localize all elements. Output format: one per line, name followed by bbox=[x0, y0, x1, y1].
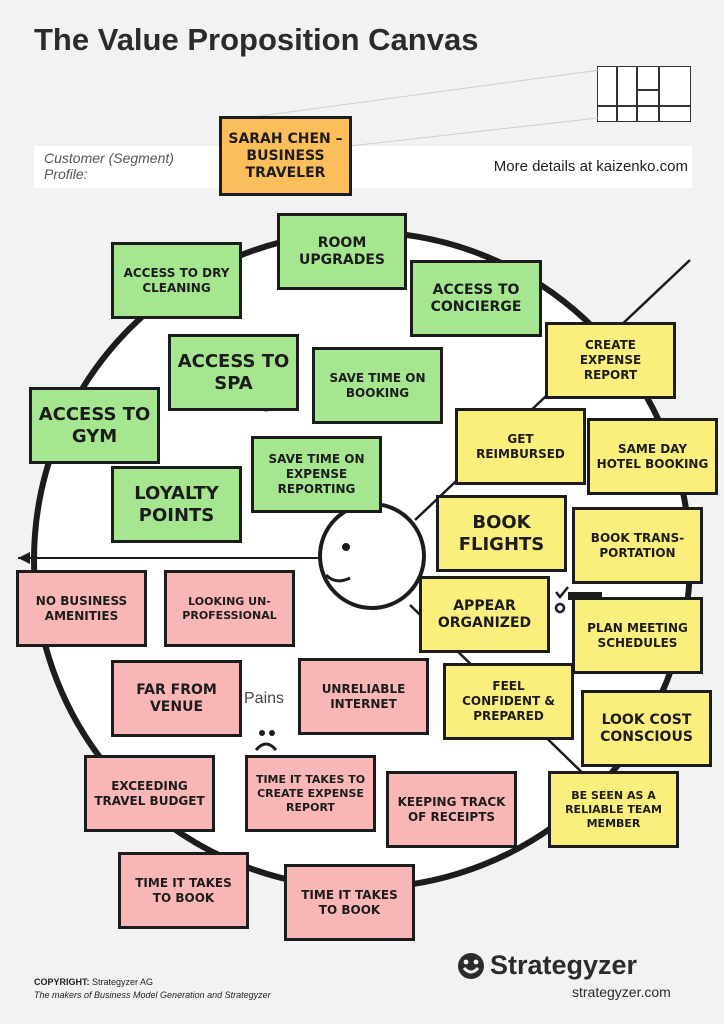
job-note[interactable]: Book flights bbox=[436, 495, 567, 572]
pain-note[interactable]: No business amenities bbox=[16, 570, 147, 647]
pain-note[interactable]: Time it takes to book bbox=[118, 852, 249, 929]
pain-note[interactable]: Unreliable internet bbox=[298, 658, 429, 735]
details-link[interactable]: More details at kaizenko.com bbox=[493, 158, 688, 175]
pains-label: Pains bbox=[244, 690, 285, 707]
copyright: COPYRIGHT: Strategyzer AG The makers of … bbox=[34, 976, 271, 1002]
gain-note[interactable]: Access to gym bbox=[29, 387, 160, 464]
gain-note[interactable]: Loyalty points bbox=[111, 466, 242, 543]
page-title: The Value Proposition Canvas bbox=[34, 22, 479, 57]
customer-segment-bar: Customer (Segment) Profile: More details… bbox=[34, 146, 692, 188]
job-note[interactable]: Create expense report bbox=[545, 322, 676, 399]
pain-note[interactable]: Time it takes to create expense report bbox=[245, 755, 376, 832]
job-note[interactable]: Get reimbursed bbox=[455, 408, 586, 485]
copyright-label: COPYRIGHT: bbox=[34, 977, 90, 987]
job-note[interactable]: Feel confident & prepared bbox=[443, 663, 574, 740]
job-note[interactable]: Same day hotel booking bbox=[587, 418, 718, 495]
canvas-thumbnail-icon bbox=[597, 66, 691, 122]
job-note[interactable]: Appear organized bbox=[419, 576, 550, 653]
copyright-holder: Strategyzer AG bbox=[92, 977, 154, 987]
gain-note[interactable]: Save time on booking bbox=[312, 347, 443, 424]
gain-note[interactable]: Access to dry cleaning bbox=[111, 242, 242, 319]
customer-segment-note[interactable]: Sarah Chen – Business Traveler bbox=[219, 116, 352, 196]
segment-label: Customer (Segment) Profile: bbox=[44, 150, 174, 182]
pain-note[interactable]: Time it takes to book bbox=[284, 864, 415, 941]
job-note[interactable]: Book trans-portation bbox=[572, 507, 703, 584]
pain-note[interactable]: Exceeding travel budget bbox=[84, 755, 215, 832]
customer-face-icon bbox=[318, 502, 426, 610]
job-note[interactable]: Be seen as a reliable team member bbox=[548, 771, 679, 848]
pain-note[interactable]: Looking un-professional bbox=[164, 570, 295, 647]
brand-name: Strategyzer bbox=[490, 950, 638, 980]
strategyzer-logo-icon bbox=[458, 952, 484, 979]
strategyzer-brand: Strategyzer bbox=[456, 950, 637, 981]
gain-note[interactable]: Access to spa bbox=[168, 334, 299, 411]
pain-note[interactable]: Far from venue bbox=[111, 660, 242, 737]
brand-url[interactable]: strategyzer.com bbox=[572, 984, 671, 1000]
gain-note[interactable]: Room upgrades bbox=[277, 213, 407, 290]
gain-note[interactable]: Access to concierge bbox=[410, 260, 542, 337]
pain-note[interactable]: Keeping track of receipts bbox=[386, 771, 517, 848]
job-note[interactable]: Plan meeting schedules bbox=[572, 597, 703, 674]
job-note[interactable]: Look cost conscious bbox=[581, 690, 712, 767]
makers-line: The makers of Business Model Generation … bbox=[34, 990, 271, 1000]
gain-note[interactable]: Save time on expense reporting bbox=[251, 436, 382, 513]
